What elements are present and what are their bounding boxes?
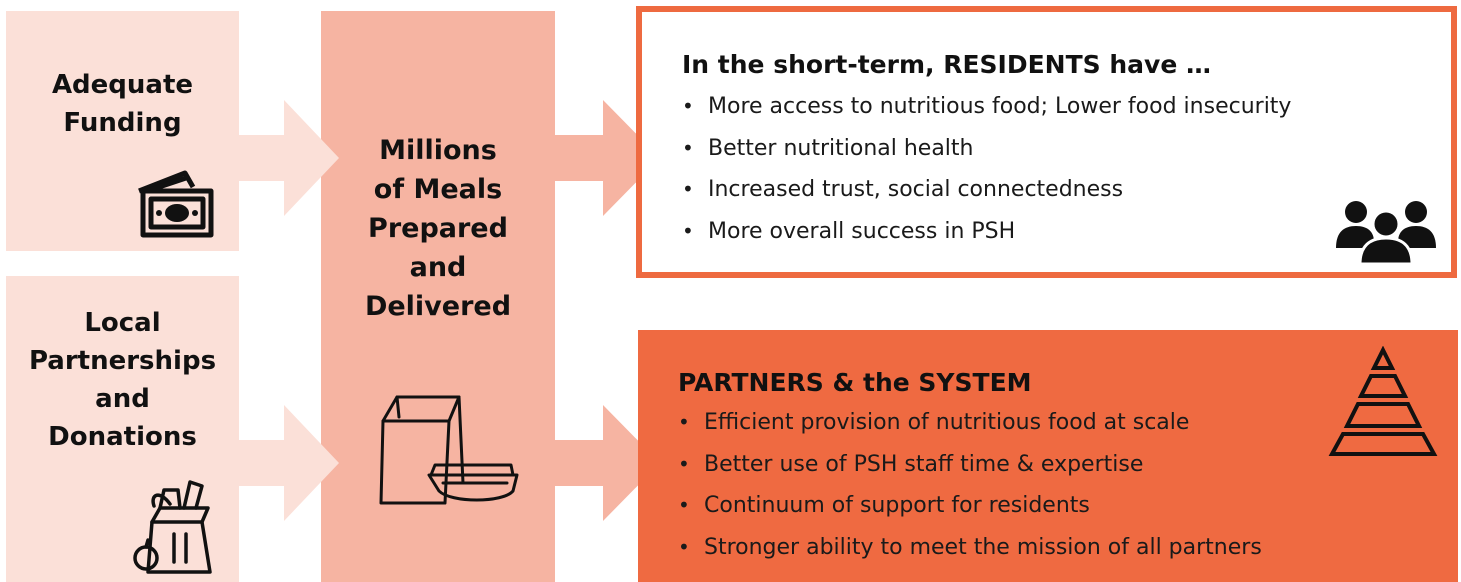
funding-heading: Adequate Funding [6,66,239,142]
list-item: •Stronger ability to meet the mission of… [678,534,1262,560]
arrow-partnerships-to-meals [239,405,339,521]
list-item-text: Stronger ability to meet the mission of … [704,534,1262,560]
meals-heading-line1: Millions [379,135,497,166]
list-item-text: Continuum of support for residents [704,493,1090,518]
meal-bag-icon [379,395,519,505]
list-item: •More overall success in PSH [682,218,1016,244]
list-item: •Increased trust, social connectedness [682,177,1124,202]
partnerships-heading-line2: Partnerships [28,346,217,376]
funding-heading-line2: Funding [63,108,182,138]
arrow-funding-to-meals [239,100,339,216]
arrow-meals-to-residents [555,100,660,216]
arrow-meals-to-system [555,405,660,521]
partnerships-box: Local Partnerships and Donations [6,276,239,582]
residents-outcome-title: In the short-term, RESIDENTS have … [682,50,1211,79]
money-icon [138,170,214,238]
list-item-text: Increased trust, social connectedness [708,177,1124,202]
list-item-text: Better use of PSH staff time & expertise [704,451,1144,477]
list-item-text: More access to nutritious food; Lower fo… [708,94,1292,119]
partnerships-heading-line3: and [95,384,150,414]
residents-outcome-box: In the short-term, RESIDENTS have … •Mor… [636,6,1457,278]
list-item-text: More overall success in PSH [708,218,1016,244]
meals-box: Millions of Meals Prepared and Delivered [321,11,555,582]
list-item: •More access to nutritious food; Lower f… [682,94,1292,119]
system-outcome-box: PARTNERS & the SYSTEM •Efficient provisi… [638,330,1458,582]
list-item: •Better use of PSH staff time & expertis… [678,451,1144,477]
list-item-text: Efficient provision of nutritious food a… [704,410,1190,435]
pyramid-icon [1328,346,1438,456]
list-item: •Efficient provision of nutritious food … [678,410,1190,435]
meals-heading: Millions of Meals Prepared and Delivered [321,131,555,326]
list-item-text: Better nutritional health [708,135,974,161]
grocery-bag-icon [133,480,212,574]
list-item: •Continuum of support for residents [678,493,1090,518]
list-item: •Better nutritional health [682,135,974,161]
people-group-icon [1336,201,1436,264]
funding-box: Adequate Funding [6,11,239,251]
residents-outcome-list: •More access to nutritious food; Lower f… [682,86,1291,252]
meals-heading-line2: of Meals [373,174,503,205]
meals-heading-line5: Delivered [364,291,512,322]
system-outcome-title: PARTNERS & the SYSTEM [678,368,1032,397]
partnerships-heading: Local Partnerships and Donations [6,304,239,456]
partnerships-heading-line4: Donations [48,422,197,452]
meals-heading-line4: and [409,252,467,283]
system-outcome-list: •Efficient provision of nutritious food … [678,402,1262,568]
partnerships-heading-line1: Local [84,308,161,338]
funding-heading-line1: Adequate [51,70,194,100]
meals-heading-line3: Prepared [368,213,508,244]
